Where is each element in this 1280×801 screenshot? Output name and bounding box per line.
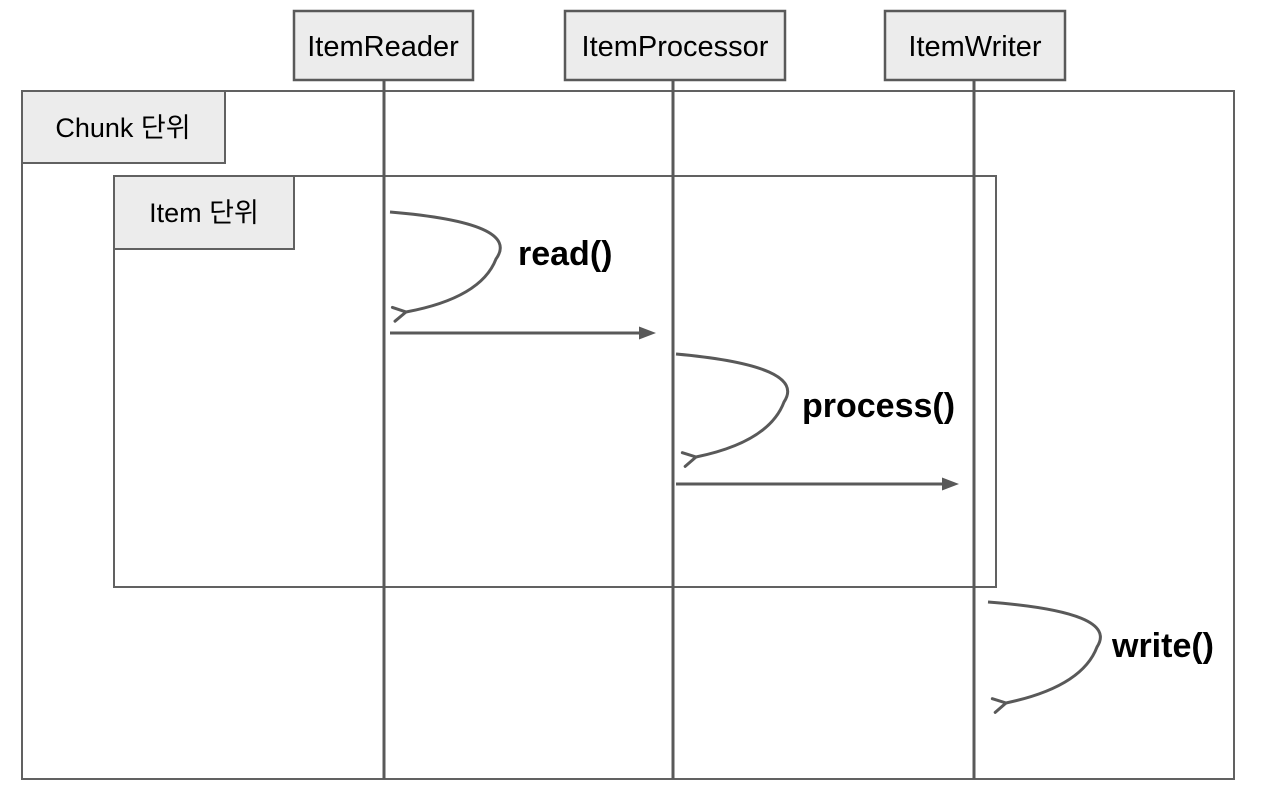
process-self-call-arrow (675, 352, 790, 457)
itemreader-box (292, 9, 475, 82)
itemwriter-box (883, 9, 1067, 82)
chunk-frame-label: Chunk 단위 (55, 113, 190, 143)
itemreader-label: ItemReader (307, 31, 459, 63)
chunk-frame-label-box (21, 90, 226, 164)
actor-itemreader: ItemReader (292, 9, 475, 82)
item-frame-label: Item 단위 (149, 198, 259, 228)
itemprocessor-box (563, 9, 787, 82)
itemprocessor-label: ItemProcessor (582, 31, 769, 63)
write-self-call-arrow (987, 600, 1102, 703)
chunk-frame (21, 90, 1235, 780)
item-frame-label-box (113, 175, 295, 250)
write-label: write() (1111, 627, 1214, 665)
item-frame (113, 175, 997, 588)
read-self-call-arrow (389, 210, 502, 312)
read-label: read() (518, 235, 612, 273)
actor-itemprocessor: ItemProcessor (563, 9, 787, 82)
itemwriter-label: ItemWriter (908, 31, 1042, 63)
actor-itemwriter: ItemWriter (883, 9, 1067, 82)
process-label: process() (802, 387, 955, 425)
